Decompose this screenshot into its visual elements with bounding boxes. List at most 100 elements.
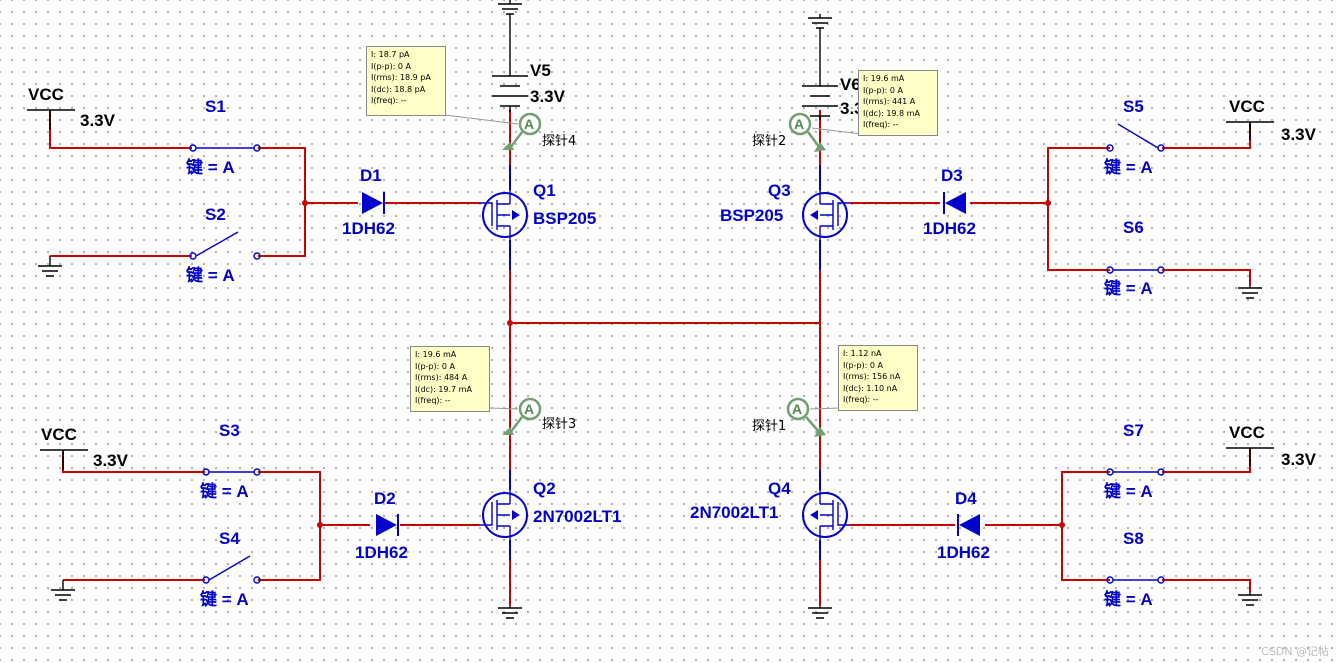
switch-label: S5: [1123, 97, 1144, 116]
probe-4[interactable]: A 探针4: [502, 112, 576, 150]
transistor-leads: [509, 165, 821, 560]
mosfet-label: Q1: [533, 181, 556, 200]
reading-line: I(rms): 484 A: [415, 373, 468, 382]
switch-key: 键 = A: [1104, 157, 1153, 177]
vcc-source-1[interactable]: VCC 3.3V: [27, 85, 116, 130]
ground-icon: [808, 14, 832, 40]
svg-text:A: A: [792, 401, 802, 417]
battery-value: 3.3V: [530, 87, 566, 106]
reading-line: I(freq): --: [371, 96, 407, 105]
probe-4-readings: I: 18.7 pA I(p-p): 0 A I(rms): 18.9 pA I…: [366, 46, 446, 116]
diode-model: 1DH62: [342, 219, 395, 238]
vcc-source-4[interactable]: VCC 3.3V: [1226, 423, 1317, 469]
probe-2[interactable]: A 探针2: [752, 112, 826, 152]
ground-icon: [1238, 592, 1262, 606]
diode-label: D4: [955, 489, 977, 508]
reading-line: I(freq): --: [843, 395, 879, 404]
switch-key: 键 = A: [200, 589, 249, 609]
switch-label: S8: [1123, 529, 1144, 548]
probe-name: 探针1: [752, 419, 786, 434]
mosfet-model: 2N7002LT1: [533, 507, 622, 526]
mosfet-label: Q2: [533, 479, 556, 498]
mosfet-q3[interactable]: Q3 BSP205: [720, 181, 850, 240]
ground-icon: [51, 580, 75, 601]
switch-s4[interactable]: S4 键 = A: [200, 529, 261, 609]
switch-s8[interactable]: S8 键 = A: [1104, 529, 1165, 609]
switch-label: S3: [219, 421, 240, 440]
ground-icon: [498, 605, 522, 619]
switch-label: S4: [219, 529, 240, 548]
vcc-label: VCC: [1229, 97, 1265, 116]
battery-label: V5: [530, 61, 551, 80]
reading-line: I(freq): --: [415, 396, 451, 405]
mosfet-model: BSP205: [720, 206, 783, 225]
mosfet-model: 2N7002LT1: [690, 503, 779, 522]
mosfet-q1[interactable]: Q1 BSP205: [480, 181, 596, 240]
diode-d2[interactable]: D2 1DH62: [355, 489, 408, 562]
switch-key: 键 = A: [1104, 278, 1153, 298]
ground-symbols: [38, 0, 1262, 619]
reading-line: I(p-p): 0 A: [415, 361, 455, 371]
mosfet-q2[interactable]: Q2 2N7002LT1: [480, 479, 622, 540]
probe-name: 探针2: [752, 134, 786, 149]
battery-label: V6: [840, 75, 861, 94]
probe-name: 探针4: [542, 134, 576, 149]
diode-label: D3: [941, 166, 963, 185]
reading-line: I: 19.6 mA: [415, 350, 457, 359]
reading-line: I(rms): 441 A: [863, 97, 916, 106]
switch-key: 键 = A: [186, 157, 235, 177]
switch-key: 键 = A: [186, 265, 235, 285]
reading-line: I(dc): 19.7 mA: [415, 384, 472, 394]
switch-s5[interactable]: S5 键 = A: [1104, 97, 1165, 177]
probe-1[interactable]: A 探针1: [752, 397, 826, 437]
diode-d3[interactable]: D3 1DH62: [923, 166, 976, 238]
reading-line: I(dc): 18.8 pA: [371, 84, 426, 94]
reading-line: I(dc): 1.10 nA: [843, 383, 898, 393]
reading-line: I(p-p): 0 A: [843, 360, 883, 370]
reading-line: I(rms): 156 nA: [843, 372, 901, 381]
reading-line: I(dc): 19.8 mA: [863, 108, 920, 118]
diode-model: 1DH62: [923, 219, 976, 238]
ammeter-probe-icon: [786, 397, 810, 421]
probe-3[interactable]: A 探针3: [502, 397, 576, 435]
diode-d4[interactable]: D4 1DH62: [937, 489, 990, 562]
diode-label: D1: [360, 166, 382, 185]
vcc-value: 3.3V: [93, 451, 129, 470]
reading-line: I(rms): 18.9 pA: [371, 73, 431, 82]
vcc-value: 3.3V: [80, 111, 116, 130]
reading-line: I(freq): --: [863, 120, 899, 129]
ground-icon: [808, 605, 832, 619]
svg-text:A: A: [524, 116, 534, 132]
battery-v5[interactable]: V5 3.3V: [492, 30, 566, 112]
junction-dots: [302, 200, 1065, 528]
svg-text:A: A: [524, 401, 534, 417]
ground-icon: [1238, 285, 1262, 299]
switch-s2[interactable]: S2 键 = A: [186, 205, 261, 285]
switch-label: S7: [1123, 421, 1144, 440]
ammeter-probe-icon: [518, 112, 542, 136]
switch-s7[interactable]: S7 键 = A: [1104, 421, 1165, 501]
probe-2-readings: I: 19.6 mA I(p-p): 0 A I(rms): 441 A I(d…: [858, 70, 938, 136]
vcc-source-3[interactable]: VCC 3.3V: [1226, 97, 1317, 144]
ground-icon: [38, 256, 62, 277]
vcc-label: VCC: [41, 425, 77, 444]
switch-s6[interactable]: S6 键 = A: [1104, 218, 1165, 298]
vcc-source-2[interactable]: VCC 3.3V: [40, 425, 129, 470]
switch-s1[interactable]: S1 键 = A: [186, 97, 261, 177]
switch-label: S1: [205, 97, 226, 116]
ammeter-probe-icon: [518, 397, 542, 421]
probe-name: 探针3: [542, 417, 576, 432]
vcc-label: VCC: [1229, 423, 1265, 442]
mosfet-q4[interactable]: Q4 2N7002LT1: [690, 479, 850, 540]
vcc-value: 3.3V: [1281, 125, 1317, 144]
diode-d1[interactable]: D1 1DH62: [342, 166, 395, 238]
watermark: CSDN @记帖: [1261, 645, 1329, 658]
switch-key: 键 = A: [1104, 589, 1153, 609]
switch-label: S6: [1123, 218, 1144, 237]
diode-model: 1DH62: [355, 543, 408, 562]
switch-s3[interactable]: S3 键 = A: [200, 421, 261, 501]
switch-key: 键 = A: [200, 481, 249, 501]
vcc-value: 3.3V: [1281, 450, 1317, 469]
probe-3-readings: I: 19.6 mA I(p-p): 0 A I(rms): 484 A I(d…: [410, 346, 490, 412]
reading-line: I(p-p): 0 A: [371, 61, 411, 71]
